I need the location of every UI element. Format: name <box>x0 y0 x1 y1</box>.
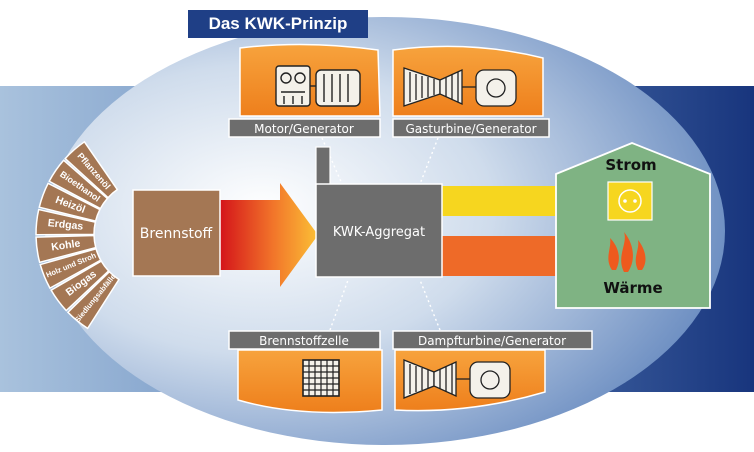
chimney <box>315 146 331 186</box>
label-dampfturbine-generator: Dampfturbine/Generator <box>418 334 566 348</box>
fuel-label: Erdgas <box>47 217 84 233</box>
waerme-label: Wärme <box>603 279 662 297</box>
motor-generator-icon <box>275 65 361 107</box>
power-socket-icon <box>607 181 653 221</box>
fuel-tab <box>35 234 97 264</box>
fuel-tab <box>35 208 97 236</box>
label-motor-generator: Motor/Generator <box>254 122 354 136</box>
connector-lines <box>321 137 441 331</box>
label-gasturbine-generator: Gasturbine/Generator <box>405 122 536 136</box>
gasturbine-generator-icon <box>403 67 517 107</box>
fuel-tab <box>64 140 119 199</box>
brennstoff-box <box>132 189 221 277</box>
brennstoff-label: Brennstoff <box>140 226 213 242</box>
label-brennstoffzelle: Brennstoffzelle <box>259 334 349 348</box>
fuel-tab <box>50 260 110 312</box>
label-bar-dampfturbine <box>392 330 593 350</box>
fuel-tab <box>38 182 101 222</box>
fuel-tab <box>39 247 102 290</box>
fuel-label: Kohle <box>51 237 82 253</box>
strom-label: Strom <box>605 156 656 174</box>
fuel-tab <box>48 159 109 210</box>
label-bar-brennstoffzelle <box>228 330 381 350</box>
kwk-aggregat-label: KWK-Aggregat <box>333 225 425 240</box>
fuel-tab <box>66 270 120 330</box>
label-bar-motor <box>228 118 381 138</box>
steam-turbine-generator-icon <box>403 359 511 399</box>
diagram-title: Das KWK-Prinzip <box>188 10 368 38</box>
label-bar-gasturbine <box>392 118 550 138</box>
kwk-aggregat-box <box>315 183 443 278</box>
fuel-cell-icon <box>302 359 340 397</box>
flame-icon <box>608 232 646 272</box>
fuel-arrow <box>220 183 318 287</box>
output-house <box>555 142 711 309</box>
